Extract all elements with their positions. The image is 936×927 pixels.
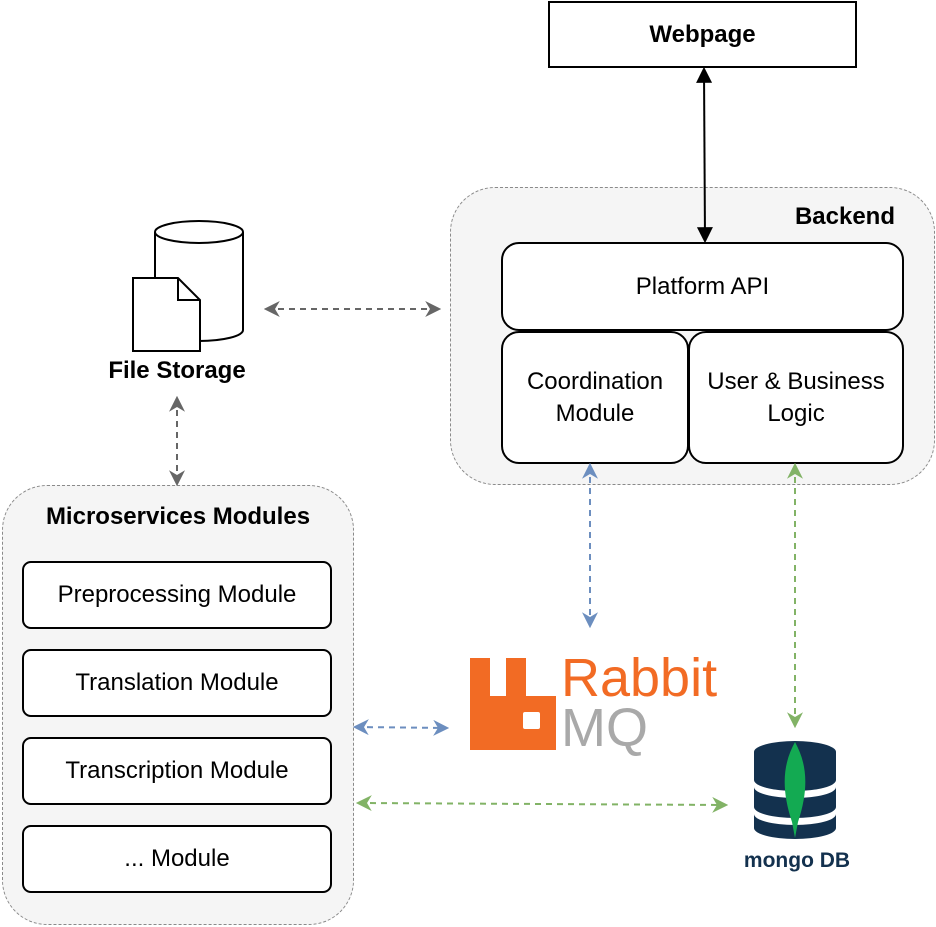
module-label: ... Module (124, 845, 230, 872)
module-box-preprocessing[interactable]: Preprocessing Module (22, 561, 332, 629)
platform-api-label: Platform API (635, 272, 770, 300)
mongodb-leaf-icon (784, 742, 806, 838)
module-box-transcription[interactable]: Transcription Module (22, 737, 332, 805)
microservices-rabbitmq-arrow (352, 719, 450, 736)
webpage-label: Webpage (649, 20, 756, 48)
rabbitmq-word-rabbit: Rabbit (561, 648, 718, 708)
webpage-api-arrow (696, 66, 713, 244)
coordination-module-box[interactable]: Coordination Module (501, 331, 689, 464)
module-box-other[interactable]: ... Module (22, 825, 332, 893)
user-business-logic-label: User & Business Logic (707, 367, 885, 427)
user-business-logic-box[interactable]: User & Business Logic (688, 331, 904, 464)
webpage-box[interactable]: Webpage (548, 1, 857, 68)
module-label: Transcription Module (65, 757, 289, 784)
module-label: Preprocessing Module (57, 581, 297, 608)
backend-title: Backend (794, 203, 895, 230)
file-storage-label: File Storage (108, 357, 246, 384)
microservices-title: Microservices Modules (45, 503, 311, 530)
mongodb-label: mongo DB (743, 849, 851, 872)
document-icon (132, 277, 201, 352)
platform-api-box[interactable]: Platform API (501, 242, 904, 331)
coordination-module-label: Coordination Module (526, 367, 664, 427)
rabbitmq-mark-hole (523, 712, 540, 729)
rabbitmq-word-mq: MQ (561, 698, 648, 758)
module-label: Translation Module (75, 669, 279, 696)
module-box-translation[interactable]: Translation Module (22, 649, 332, 717)
